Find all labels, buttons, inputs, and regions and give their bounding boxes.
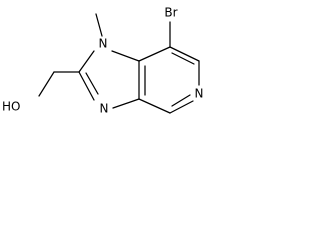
bond-group <box>38 13 200 114</box>
bond-n1-c2 <box>78 50 95 73</box>
bond-ch2-oh <box>38 71 55 97</box>
hydroxyl-label: HO <box>2 100 20 114</box>
bond-c7-c6 <box>169 46 200 62</box>
bond-c2-n3 <box>78 71 95 101</box>
bond-c7a-n1 <box>111 50 140 62</box>
bond-n5-c4-double <box>171 94 191 107</box>
imidazole-nitrogen-label: N <box>100 102 109 116</box>
methyl-nitrogen-label: N <box>99 37 108 51</box>
bond-n1-methyl <box>95 13 103 37</box>
chemical-structure: Br N N N HO <box>2 6 204 116</box>
bond-n5-c4 <box>169 100 194 114</box>
bond-c4-c3a <box>138 98 171 114</box>
bromine-label: Br <box>164 6 177 20</box>
bond-c7-c7a <box>138 46 171 62</box>
bond-c2-n3-double <box>85 72 99 95</box>
bond-n3-c3a <box>112 98 140 109</box>
pyridine-nitrogen-label: N <box>195 87 204 101</box>
bond-c7-c6-double <box>171 52 195 65</box>
